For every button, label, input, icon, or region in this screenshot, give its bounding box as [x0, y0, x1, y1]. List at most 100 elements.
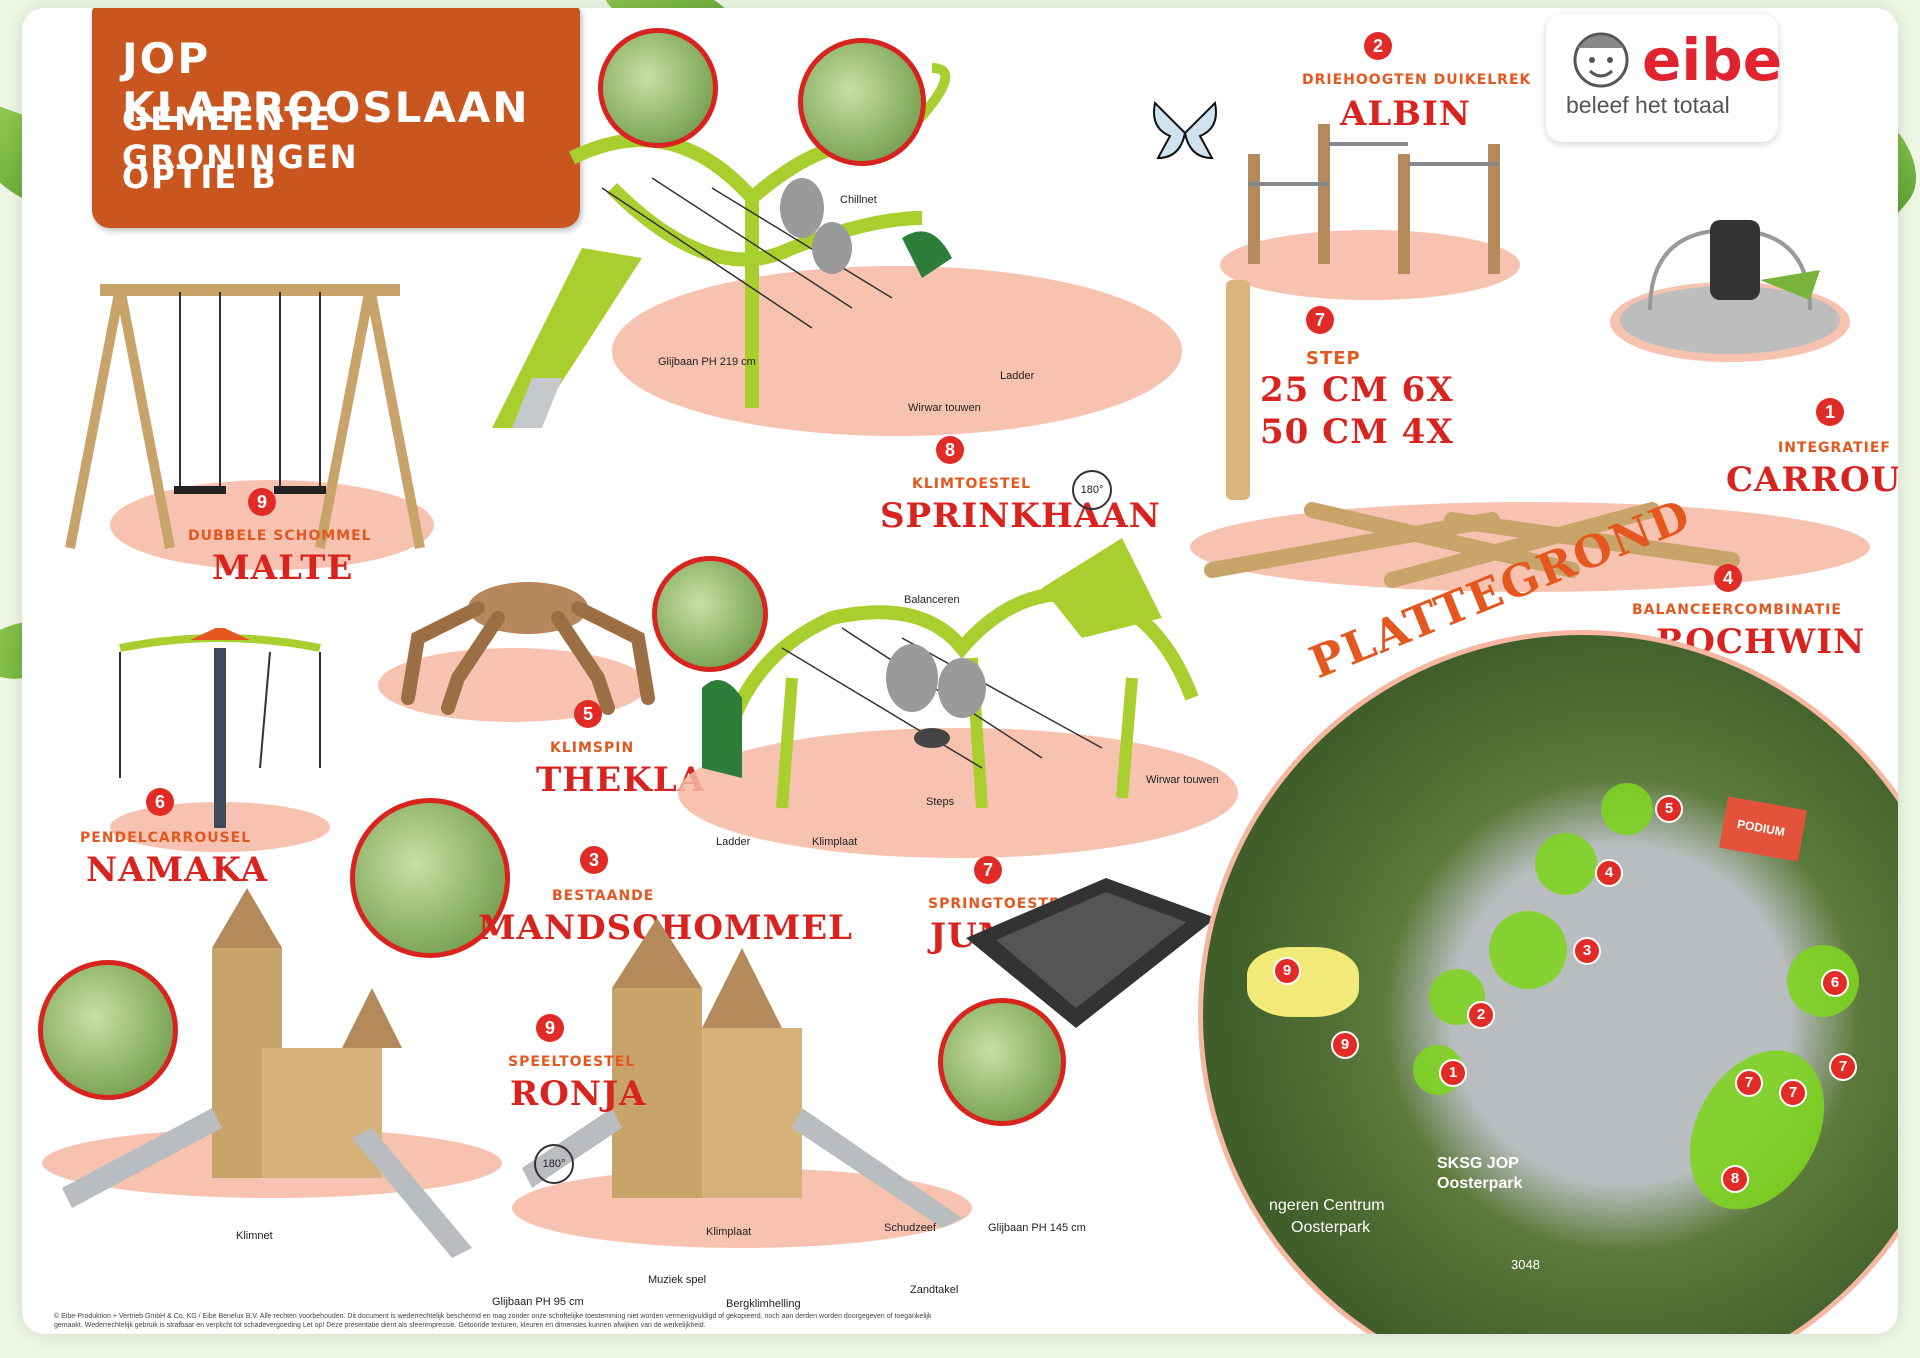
sprinkhaan-illustration	[492, 63, 952, 428]
namaka-illustration	[119, 628, 321, 828]
thekla-name: THEKLA	[536, 760, 706, 800]
map-marker-5: 5	[1655, 795, 1683, 823]
title-line-3: OPTIE B	[122, 158, 278, 196]
albin-name: ALBIN	[1340, 94, 1472, 134]
malte-illustration	[65, 284, 425, 549]
rotation-180-icon: 180°	[534, 1144, 574, 1184]
sprinkhaan-name: SPRINKHAAN	[880, 496, 1161, 536]
sprinkhaan-type: KLIMTOESTEL	[912, 476, 1032, 492]
safety-area	[612, 266, 1182, 436]
label-glijbaan-219: Glijbaan PH 219 cm	[658, 356, 756, 368]
step-post-illustration	[1226, 280, 1250, 500]
rochwin-number: 4	[1714, 564, 1742, 592]
carrousel-illustration	[1620, 220, 1840, 354]
poster-sheet: JOP KLAPROOSLAAN GEMEENTE GRONINGEN OPTI…	[22, 8, 1898, 1334]
map-swing-area	[1247, 947, 1359, 1017]
map-place-3: ngeren Centrum	[1269, 1197, 1385, 1214]
ronja-photo-2	[938, 998, 1066, 1126]
title-line-1: JOP KLAPROOSLAAN	[122, 34, 530, 132]
ronja-photo-1	[38, 960, 178, 1100]
title-line-2: GEMEENTE GRONINGEN	[122, 100, 359, 176]
mandschommel-photo	[350, 798, 510, 958]
carrousel-type: INTEGRATIEF	[1778, 440, 1891, 456]
map-marker-8: 8	[1721, 1165, 1749, 1193]
map-place-2: Oosterpark	[1437, 1175, 1523, 1192]
site-map: PODIUM 5 4 3 6 2 9 9 1 7 7 7 8 SKSG JOP …	[1198, 630, 1898, 1334]
map-spot	[1601, 783, 1653, 835]
klimtoestel-illustration	[702, 538, 1199, 809]
map-spot	[1535, 833, 1597, 895]
klimtoestel-photo	[652, 556, 768, 672]
step-number: 7	[1306, 306, 1334, 334]
map-marker-4: 4	[1595, 859, 1623, 887]
label-glijbaan-95: Glijbaan PH 95 cm	[492, 1296, 584, 1308]
label-ladder: Ladder	[1000, 370, 1035, 382]
malte-number: 9	[248, 488, 276, 516]
thekla-number: 5	[574, 700, 602, 728]
label-chillnet: Chillnet	[840, 194, 877, 206]
sprinkhaan-photo-1	[598, 28, 718, 148]
smiley-icon	[1573, 32, 1629, 88]
step-50cm: 50 CM 4X	[1260, 412, 1454, 452]
label-klimplaat-2: Klimplaat	[706, 1226, 752, 1238]
label-wirwar-touwen-2: Wirwar touwen	[1146, 774, 1219, 786]
ronja-number: 9	[536, 1014, 564, 1042]
map-marker-1: 1	[1439, 1059, 1467, 1087]
label-bergklimhelling: Bergklimhelling	[726, 1298, 801, 1310]
map-marker-7b: 7	[1779, 1079, 1807, 1107]
map-marker-2: 2	[1467, 1001, 1495, 1029]
malte-type: DUBBELE SCHOMMEL	[188, 528, 372, 544]
albin-type: DRIEHOOGTEN DUIKELREK	[1302, 72, 1532, 88]
albin-illustration	[1248, 124, 1500, 274]
title-banner: JOP KLAPROOSLAAN GEMEENTE GRONINGEN OPTI…	[92, 8, 580, 228]
namaka-name: NAMAKA	[86, 850, 269, 890]
ronja-illustration-1	[62, 888, 472, 1258]
jumpr-illustration	[966, 878, 1216, 1028]
map-marker-9b: 9	[1331, 1031, 1359, 1059]
step-25cm: 25 CM 6X	[1260, 370, 1454, 410]
logo-brand: eibe	[1642, 26, 1783, 94]
label-balanceren: Balanceren	[904, 594, 960, 606]
carrousel-number: 1	[1816, 398, 1844, 426]
map-house-number: 3048	[1511, 1257, 1540, 1272]
map-place-4: Oosterpark	[1291, 1219, 1371, 1236]
label-wirwar-touwen: Wirwar touwen	[908, 402, 981, 414]
label-zandtakel: Zandtakel	[910, 1284, 959, 1296]
label-steps: Steps	[926, 796, 955, 808]
copyright-disclaimer: © Eibe-Produktion + Vertrieb GmbH & Co. …	[54, 1313, 932, 1329]
albin-number: 2	[1364, 32, 1392, 60]
map-marker-6: 6	[1821, 969, 1849, 997]
map-place-1: SKSG JOP	[1437, 1155, 1519, 1172]
map-marker-7a: 7	[1735, 1069, 1763, 1097]
safety-area	[1220, 230, 1520, 300]
map-marker-7c: 7	[1829, 1053, 1857, 1081]
ronja-name: RONJA	[510, 1074, 647, 1114]
logo-tagline: beleef het totaal	[1566, 92, 1730, 118]
map-spot	[1662, 1026, 1852, 1234]
thekla-illustration	[401, 582, 655, 715]
rochwin-illustration	[1204, 502, 1740, 588]
step-type: STEP	[1306, 348, 1361, 369]
carrousel-name: CARROUSEL	[1726, 460, 1898, 500]
thekla-type: KLIMSPIN	[550, 740, 635, 756]
malte-name: MALTE	[212, 548, 354, 588]
namaka-type: PENDELCARROUSEL	[80, 830, 252, 846]
label-klimnet: Klimnet	[236, 1230, 273, 1242]
map-marker-9a: 9	[1273, 957, 1301, 985]
namaka-number: 6	[146, 788, 174, 816]
map-marker-3: 3	[1573, 937, 1601, 965]
label-ladder-2: Ladder	[716, 836, 751, 848]
map-spot	[1489, 911, 1567, 989]
sprinkhaan-number: 8	[936, 436, 964, 464]
eibe-logo: eibe beleef het totaal	[1546, 14, 1782, 142]
label-muziek-spel: Muziek spel	[648, 1274, 707, 1286]
ronja-type: SPEELTOESTEL	[508, 1054, 636, 1070]
label-schudzeef: Schudzeef	[884, 1222, 936, 1234]
label-glijbaan-145: Glijbaan PH 145 cm	[988, 1222, 1086, 1234]
label-klimplaat: Klimplaat	[812, 836, 858, 848]
sprinkhaan-photo-2	[798, 38, 926, 166]
mandschommel-number: 3	[580, 846, 608, 874]
rochwin-type: BALANCEERCOMBINATIE	[1632, 602, 1842, 618]
mandschommel-type: BESTAANDE	[552, 888, 655, 904]
jumpr-number: 7	[974, 856, 1002, 884]
